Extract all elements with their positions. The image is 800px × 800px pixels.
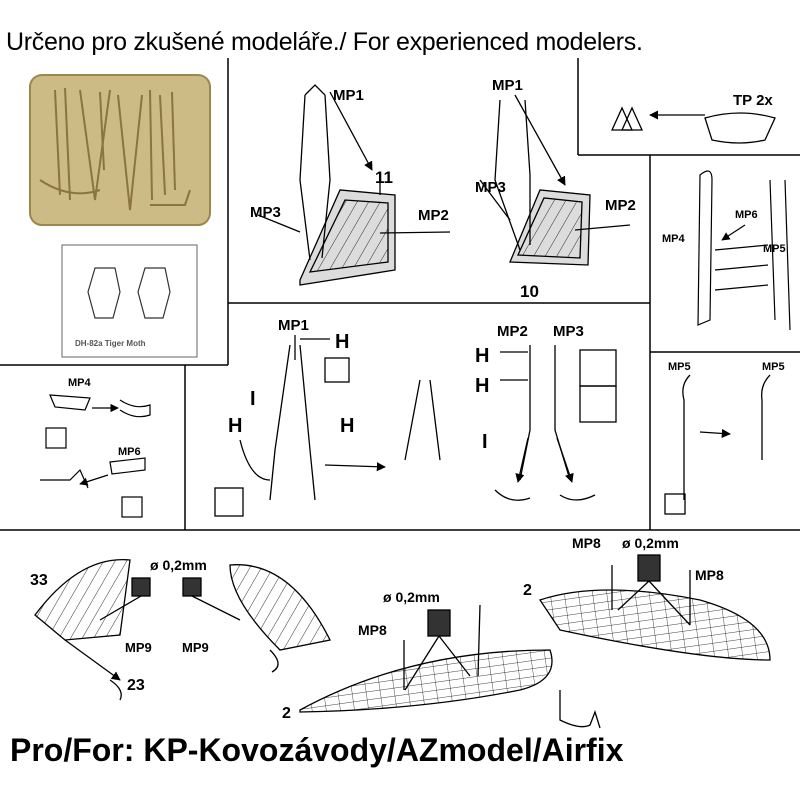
label-10: 10 [520, 282, 539, 301]
label-mp9-a: MP9 [125, 640, 152, 655]
label-mp3-c: MP3 [553, 323, 584, 340]
label-2-a: 2 [282, 705, 291, 722]
label-mp5-a: MP5 [763, 243, 786, 255]
label-mp5-b: MP5 [668, 361, 691, 373]
mp5-parts [664, 374, 771, 515]
footer-text: Pro/For: KP-Kovozávody/AZmodel/Airfix [10, 732, 624, 768]
label-mp5-c: MP5 [762, 361, 785, 373]
label-mp1-b: MP1 [492, 77, 523, 94]
label-mp1-c: MP1 [278, 317, 309, 334]
seat-assembly-right [479, 94, 631, 266]
label-mp3-a: MP3 [250, 204, 281, 221]
label-h-3: H [228, 415, 242, 437]
header-text: Určeno pro zkušené modeláře./ For experi… [6, 28, 643, 56]
label-i-2: I [482, 431, 488, 453]
strap-parts [494, 345, 617, 501]
label-mp6-b: MP6 [118, 446, 141, 458]
label-mp8-a: MP8 [358, 622, 387, 638]
label-11: 11 [375, 168, 393, 187]
label-mp4-b: MP4 [68, 377, 92, 389]
panel-dividers [0, 58, 800, 531]
label-diam-1: ø 0,2mm [150, 557, 207, 573]
label-h-4: H [475, 345, 489, 367]
wing-upper [538, 554, 771, 729]
label-mp9-b: MP9 [182, 640, 209, 655]
label-23: 23 [127, 677, 145, 694]
label-mp2-c: MP2 [497, 323, 528, 340]
wing-lower [299, 604, 553, 713]
strut-assembly [697, 170, 791, 331]
harness-parts [214, 335, 441, 517]
label-mp3-b: MP3 [475, 179, 506, 196]
label-diam-3: ø 0,2mm [622, 535, 679, 551]
label-mp8-b: MP8 [572, 535, 601, 551]
label-h-1: H [335, 331, 349, 353]
canopy-masks: DH-82a Tiger Moth [61, 244, 198, 358]
label-i-1: I [250, 388, 256, 410]
tp-part [610, 106, 776, 144]
label-diam-2: ø 0,2mm [383, 589, 440, 605]
label-mp4-a: MP4 [662, 233, 686, 245]
label-mp8-c: MP8 [695, 567, 724, 583]
mask-label: DH-82a Tiger Moth [75, 339, 146, 348]
seat-assembly-left [257, 84, 451, 286]
label-33: 33 [30, 572, 48, 589]
label-h-5: H [475, 375, 489, 397]
label-mp6-a: MP6 [735, 209, 758, 221]
label-mp1-a: MP1 [333, 87, 364, 104]
label-h-2: H [340, 415, 354, 437]
label-tp: TP 2x [733, 92, 773, 109]
mp4-mp6-steps [40, 394, 151, 518]
label-mp2-b: MP2 [605, 197, 636, 214]
photo-etched-fret [29, 74, 211, 226]
label-mp2-a: MP2 [418, 207, 449, 224]
tail-fins [34, 558, 331, 701]
label-2-b: 2 [523, 582, 532, 599]
